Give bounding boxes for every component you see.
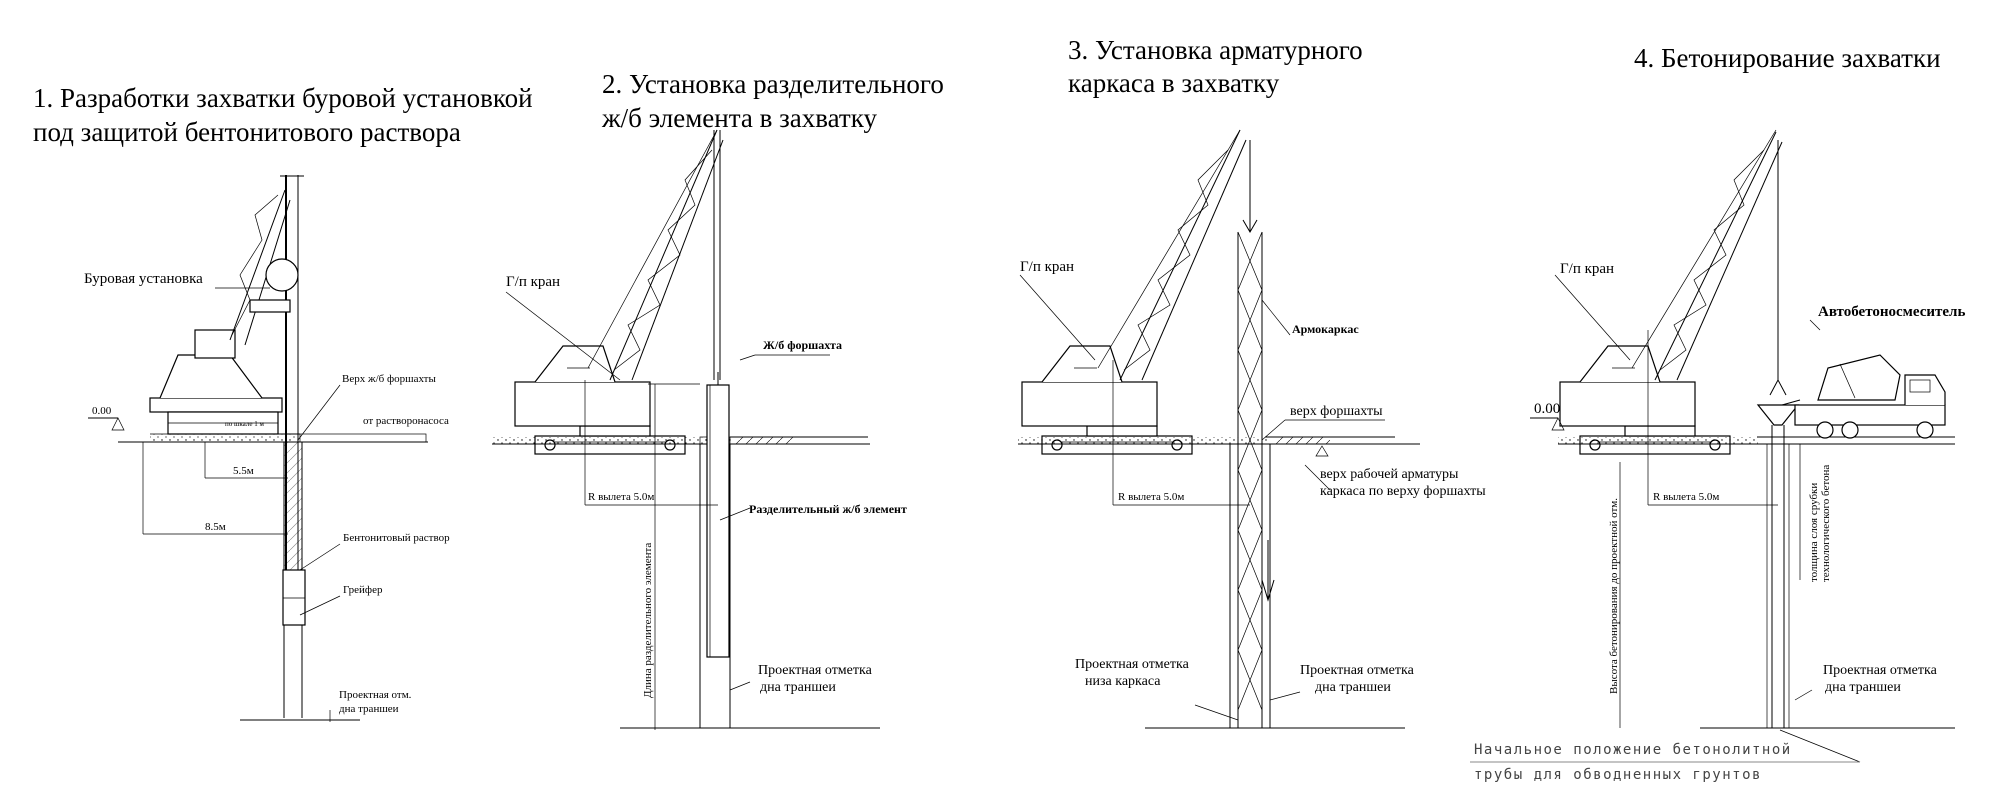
stage-4-concreting-scene [1470, 129, 1955, 763]
rebar-top-label-1: верх рабочей арматуры [1320, 467, 1459, 482]
stage-3-design-label-2: дна траншеи [1315, 680, 1391, 695]
stage-1-guide-top-label: Верх ж/б форшахты [342, 373, 436, 385]
stage-3-guide-top-label: верх форшахты [1290, 404, 1383, 419]
stage-1-title-line-1: 1. Разработки захватки буровой установко… [33, 83, 533, 113]
stage-3-title-line-1: 3. Установка арматурного [1068, 35, 1363, 65]
stage-3-crane-label: Г/п кран [1020, 259, 1074, 275]
stage-2-title-line-1: 2. Установка разделительного [602, 69, 944, 99]
concreting-height-label: Высота бетонирования до проектной отм. [1608, 498, 1620, 694]
concrete-mixer-truck [1781, 354, 1946, 439]
rebar-cage-label: Армокаркас [1292, 322, 1359, 336]
stage-3-radius-label: R вылета 5.0м [1118, 491, 1184, 503]
stage-4-design-label-1: Проектная отметка [1823, 663, 1938, 678]
stage-1-design-label-2: дна траншеи [339, 703, 399, 715]
stage-1-design-label-1: Проектная отм. [339, 689, 412, 701]
stage-3-title-line-2: каркаса в захватку [1068, 68, 1280, 98]
bentonite-label: Бентонитовый раствор [343, 532, 450, 544]
stage-2-design-label-1: Проектная отметка [758, 663, 873, 678]
trim-layer-label-2: технологического бетона [1820, 465, 1832, 582]
trim-layer-label-1: толщина слоя срубки [1808, 483, 1820, 582]
stage-3-crane-scene [1018, 129, 1420, 729]
stage-2-crane-scene [492, 129, 880, 730]
stage-4-design-label-2: дна траншеи [1825, 680, 1901, 695]
stage-2-design-label-2: дна траншеи [760, 680, 836, 695]
stage-2-crane-label: Г/п кран [506, 274, 560, 290]
dimension-5-5-label: 5.5м [233, 465, 254, 477]
cage-bottom-label-2: низа каркаса [1085, 674, 1161, 689]
rig-label: Буровая установка [84, 271, 203, 287]
stage-4-title: 4. Бетонирование захватки [1634, 43, 1941, 73]
separating-element-label: Разделительный ж/б элемент [749, 502, 907, 516]
element-length-label: Длина разделительного элемента [642, 543, 654, 698]
pump-label: от растворонасоса [363, 415, 449, 427]
stage-3-design-label-1: Проектная отметка [1300, 663, 1415, 678]
stage-4-crane-label: Г/п кран [1560, 261, 1614, 277]
tremie-note-line-1: Начальное положение бетонолитной [1474, 742, 1792, 758]
stage-1-level-label: 0.00 [92, 405, 112, 417]
scale-note-label: по шкале 1 м [225, 420, 264, 428]
dimension-8-5-label: 8.5м [205, 521, 226, 533]
stage-2-radius-label: R вылета 5.0м [588, 491, 654, 503]
guide-wall-label: Ж/б форшахта [763, 338, 842, 352]
stage-1-title-line-2: под защитой бентонитового раствора [33, 117, 461, 147]
stage-4-level-label: 0.00 [1534, 401, 1560, 417]
mixer-truck-label: Автобетоносмеситель [1818, 304, 1965, 320]
tremie-note-line-2: трубы для обводненных грунтов [1474, 767, 1762, 783]
stage-1-drilling-rig-scene [88, 175, 428, 722]
stage-2-title-line-2: ж/б элемента в захватку [601, 103, 877, 133]
stage-4-radius-label: R вылета 5.0м [1653, 491, 1719, 503]
rebar-top-label-2: каркаса по верху форшахты [1320, 484, 1486, 499]
cage-bottom-label-1: Проектная отметка [1075, 657, 1190, 672]
grab-label: Грейфер [343, 584, 383, 596]
